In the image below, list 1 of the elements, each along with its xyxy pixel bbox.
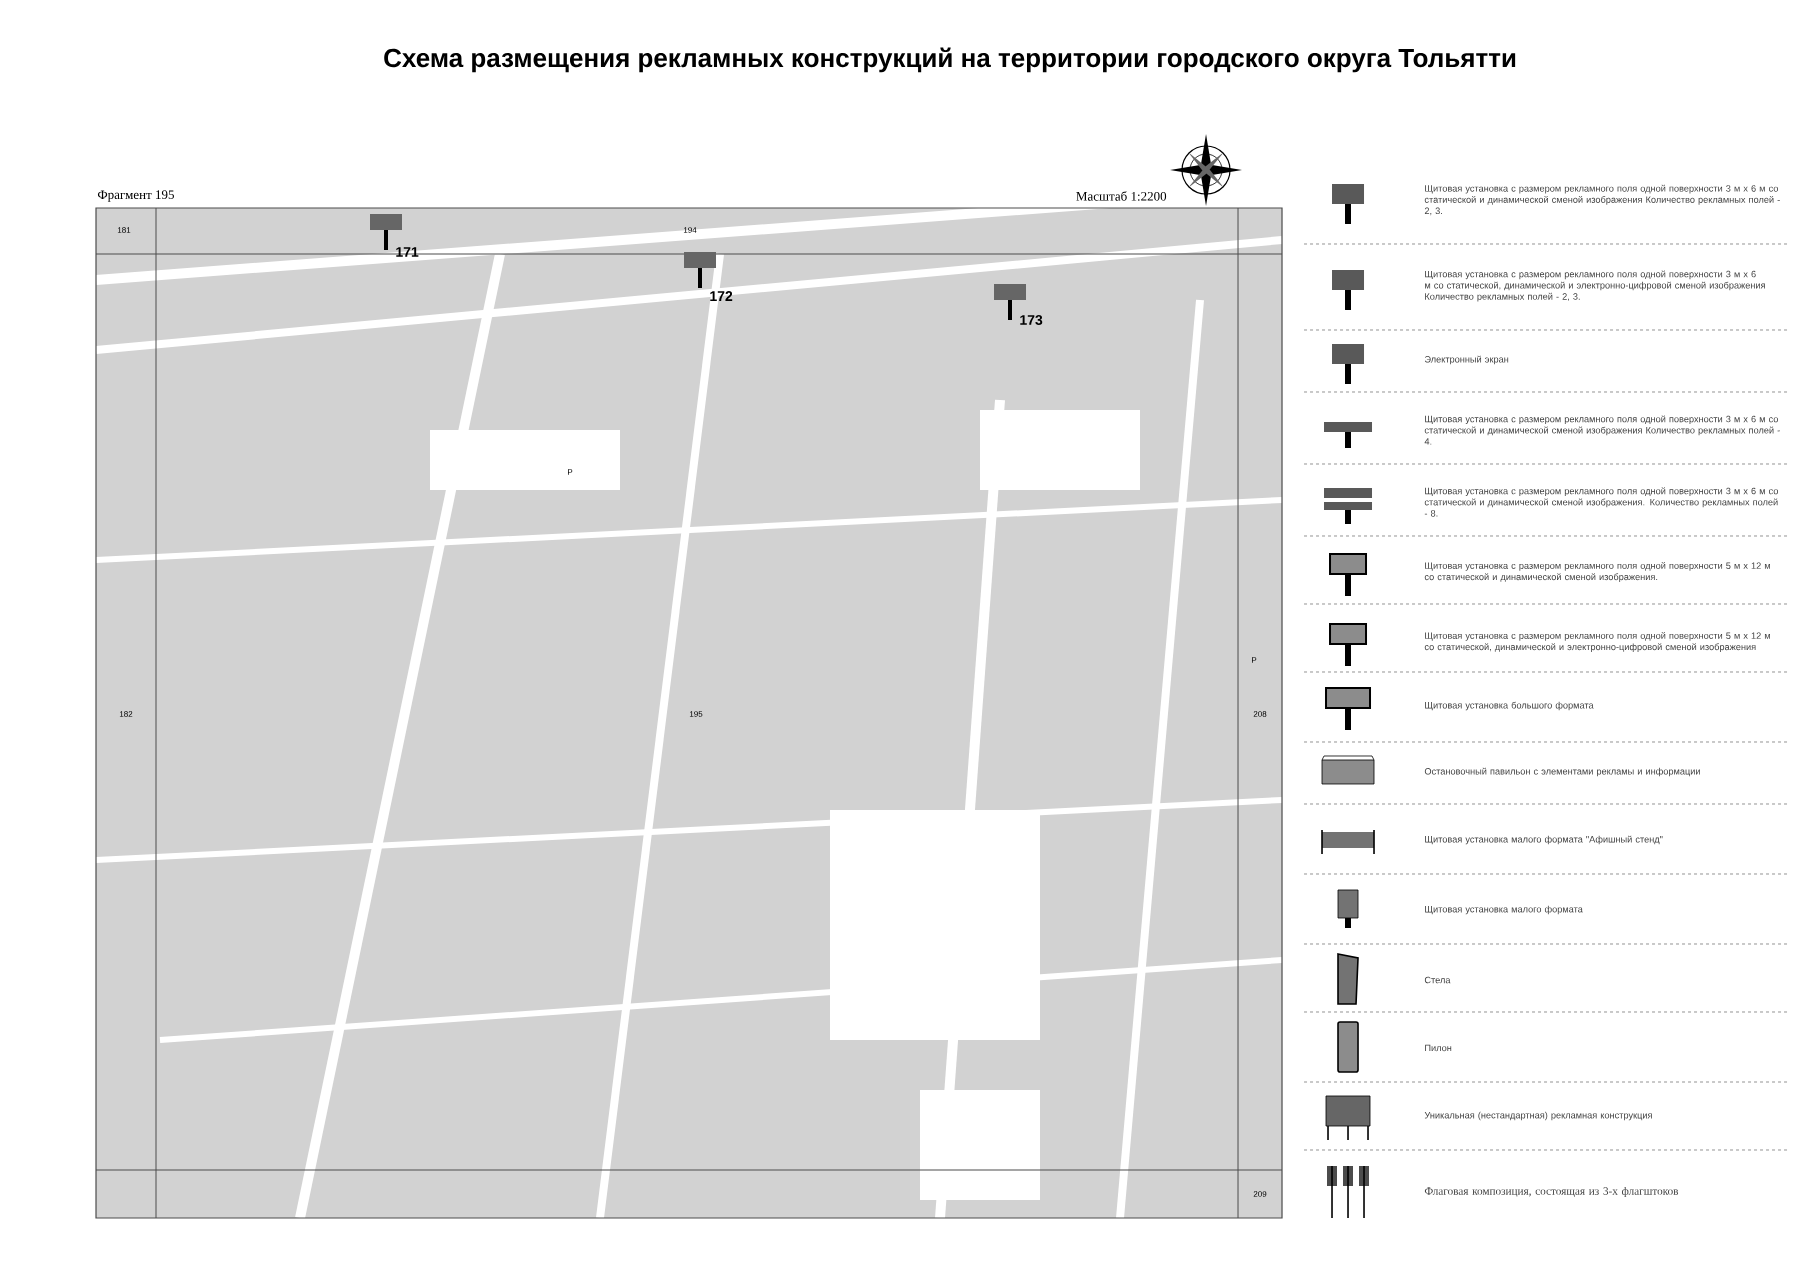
diagram-title: Схема размещения рекламных конструкций на территории городского округа Тольятти xyxy=(384,47,1516,73)
